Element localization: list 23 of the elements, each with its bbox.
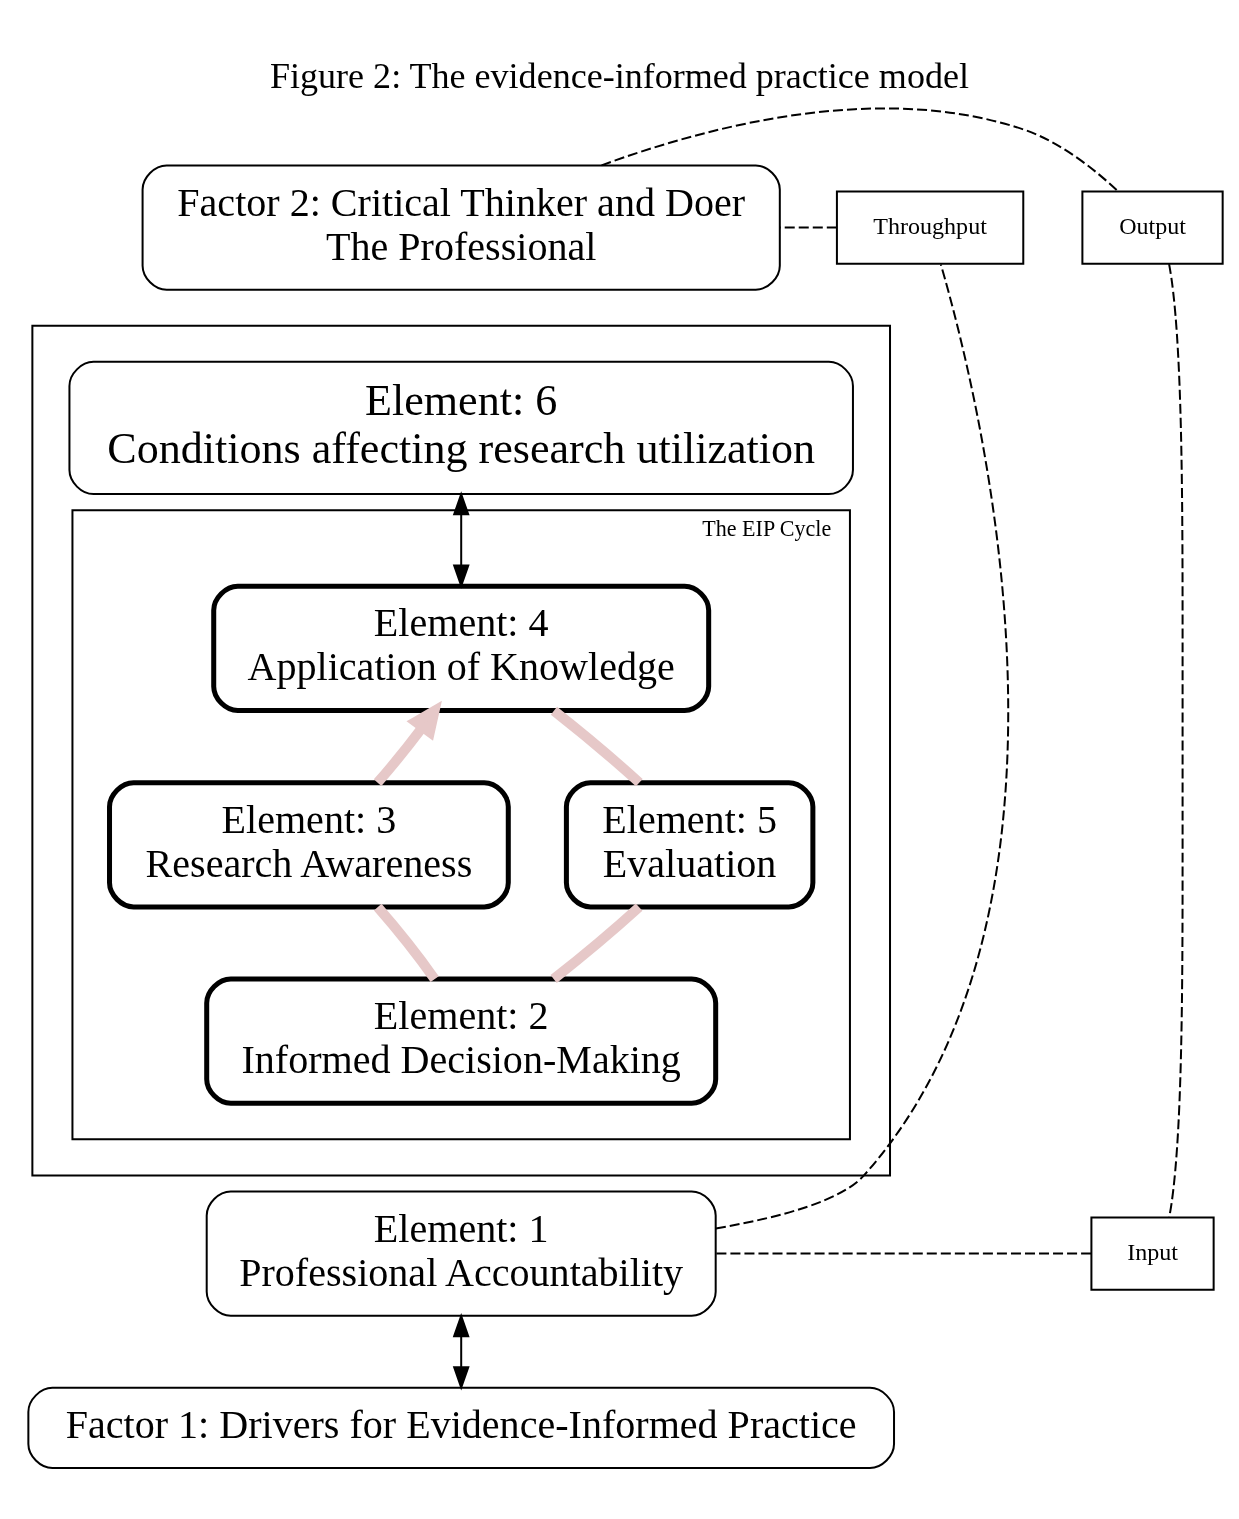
node-box: Factor 2: Critical Thinker and Doer The Professional (141, 164, 781, 291)
connector (550, 706, 643, 787)
node-box: Element: 3 Research Awareness (107, 780, 511, 910)
connector (550, 903, 643, 983)
connector (600, 107, 1119, 193)
arrow (373, 700, 442, 786)
node-box: Element: 4 Application of Knowledge (211, 583, 712, 714)
arrow (452, 491, 470, 589)
cluster (31, 324, 891, 1177)
node-box: Element: 6 Conditions affecting research utilization (68, 360, 854, 496)
connector (373, 903, 439, 982)
node-box: Input (1090, 1216, 1215, 1291)
arrow (452, 1313, 470, 1391)
connector (714, 263, 1009, 1230)
connector (714, 1252, 1093, 1255)
node-box: Output (1081, 190, 1224, 265)
node-box: Element: 2 Informed Decision-Making (204, 976, 719, 1106)
connector (778, 226, 838, 229)
node-box: Element: 5 Evaluation (563, 780, 816, 910)
node-box: Element: 1 Professional Accountability (205, 1190, 717, 1317)
node-box: Factor 1: Drivers for Evidence-Informed Practice (27, 1386, 896, 1469)
node-box: Throughput (835, 190, 1025, 265)
diagram-title: Figure 2: The evidence-informed practice model (270, 55, 969, 96)
